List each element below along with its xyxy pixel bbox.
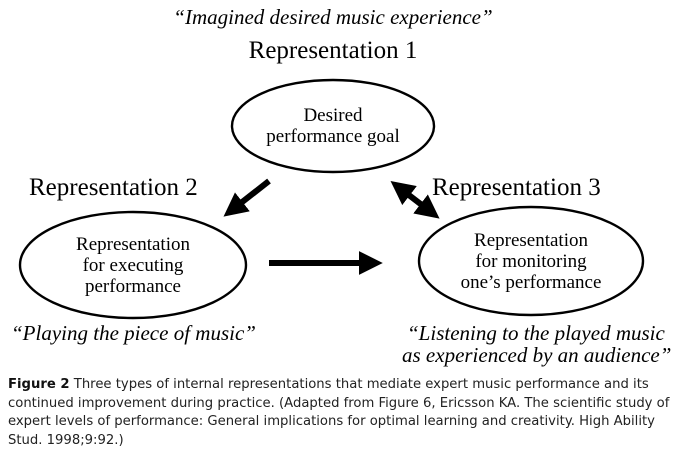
top-quote: “Imagined desired music experience”: [173, 5, 493, 29]
node-text-line: performance goal: [266, 126, 400, 147]
node-text-line: Desired: [303, 105, 363, 126]
node-ellipse-representation-1: [230, 78, 436, 174]
figure-caption: Figure 2 Three types of internal represe…: [8, 376, 680, 450]
caption-label: Figure 2: [8, 377, 70, 392]
representation-3-quote-line-2: as experienced by an audience”: [402, 343, 672, 367]
node-ellipse-representation-3: [417, 205, 645, 317]
representation-2-node-text: Representation for executing performance: [33, 226, 233, 304]
representation-3-quote-line-1: “Listening to the played music: [407, 321, 665, 345]
figure-diagram: “Imagined desired music experience” Repr…: [11, 5, 672, 367]
node-text-line: Representation: [76, 233, 190, 255]
representation-1-title: Representation 1: [248, 37, 418, 64]
node-text-line: for monitoring: [475, 250, 587, 272]
caption-text: Three types of internal representations …: [8, 377, 670, 448]
representation-2-quote: “Playing the piece of music”: [11, 321, 256, 345]
node-ellipse-representation-2: [18, 210, 248, 320]
node-text-line: one’s performance: [460, 271, 602, 293]
representation-1-node-text: Desired performance goal: [233, 90, 433, 162]
representation-3-title: Representation 3: [432, 174, 601, 201]
arrow-rep1-to-rep2: [223, 178, 271, 217]
node-text-line: for executing: [82, 254, 184, 276]
arrow-rep1-rep3-bidirectional: [390, 180, 440, 219]
diagram-graphics: [18, 78, 645, 320]
representation-3-node-text: Representation for monitoring one’s perf…: [431, 222, 631, 300]
node-text-line: Representation: [474, 229, 588, 251]
representation-2-title: Representation 2: [29, 174, 198, 201]
node-text-line: performance: [85, 275, 181, 297]
